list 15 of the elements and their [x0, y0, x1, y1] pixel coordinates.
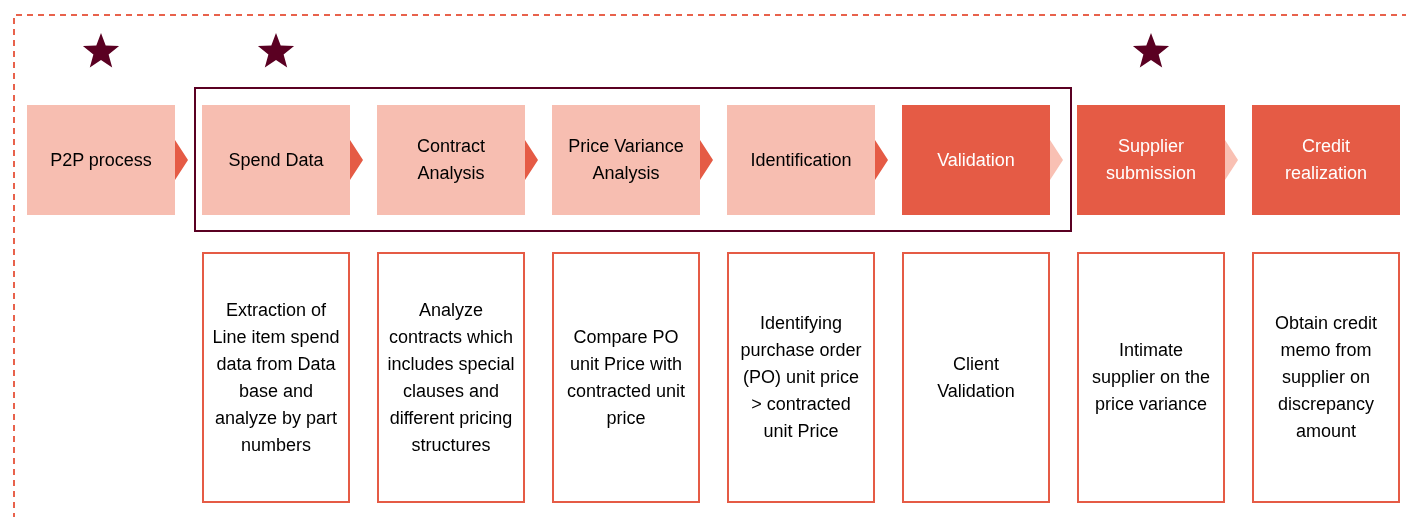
step-box: Contract Analysis	[377, 105, 525, 215]
description-box: Identifying purchase order (PO) unit price > contracted unit Price	[727, 252, 875, 503]
step-box: P2P process	[27, 105, 175, 215]
step-box: Validation	[902, 105, 1050, 215]
description-box: Extraction of Line item spend data from Data base and analyze by part numbers	[202, 252, 350, 503]
description-box: Analyze contracts which includes special clauses and different pricing structures	[377, 252, 525, 503]
step-box: Price Variance Analysis	[552, 105, 700, 215]
description-box: Client Validation	[902, 252, 1050, 503]
step-box: Supplier submission	[1077, 105, 1225, 215]
step-box: Identification	[727, 105, 875, 215]
step-box: Spend Data	[202, 105, 350, 215]
step-box: Credit realization	[1252, 105, 1400, 215]
description-box: Obtain credit memo from supplier on discrepancy amount	[1252, 252, 1400, 503]
description-box: Compare PO unit Price with contracted unit price	[552, 252, 700, 503]
description-box: Intimate supplier on the price variance	[1077, 252, 1225, 503]
